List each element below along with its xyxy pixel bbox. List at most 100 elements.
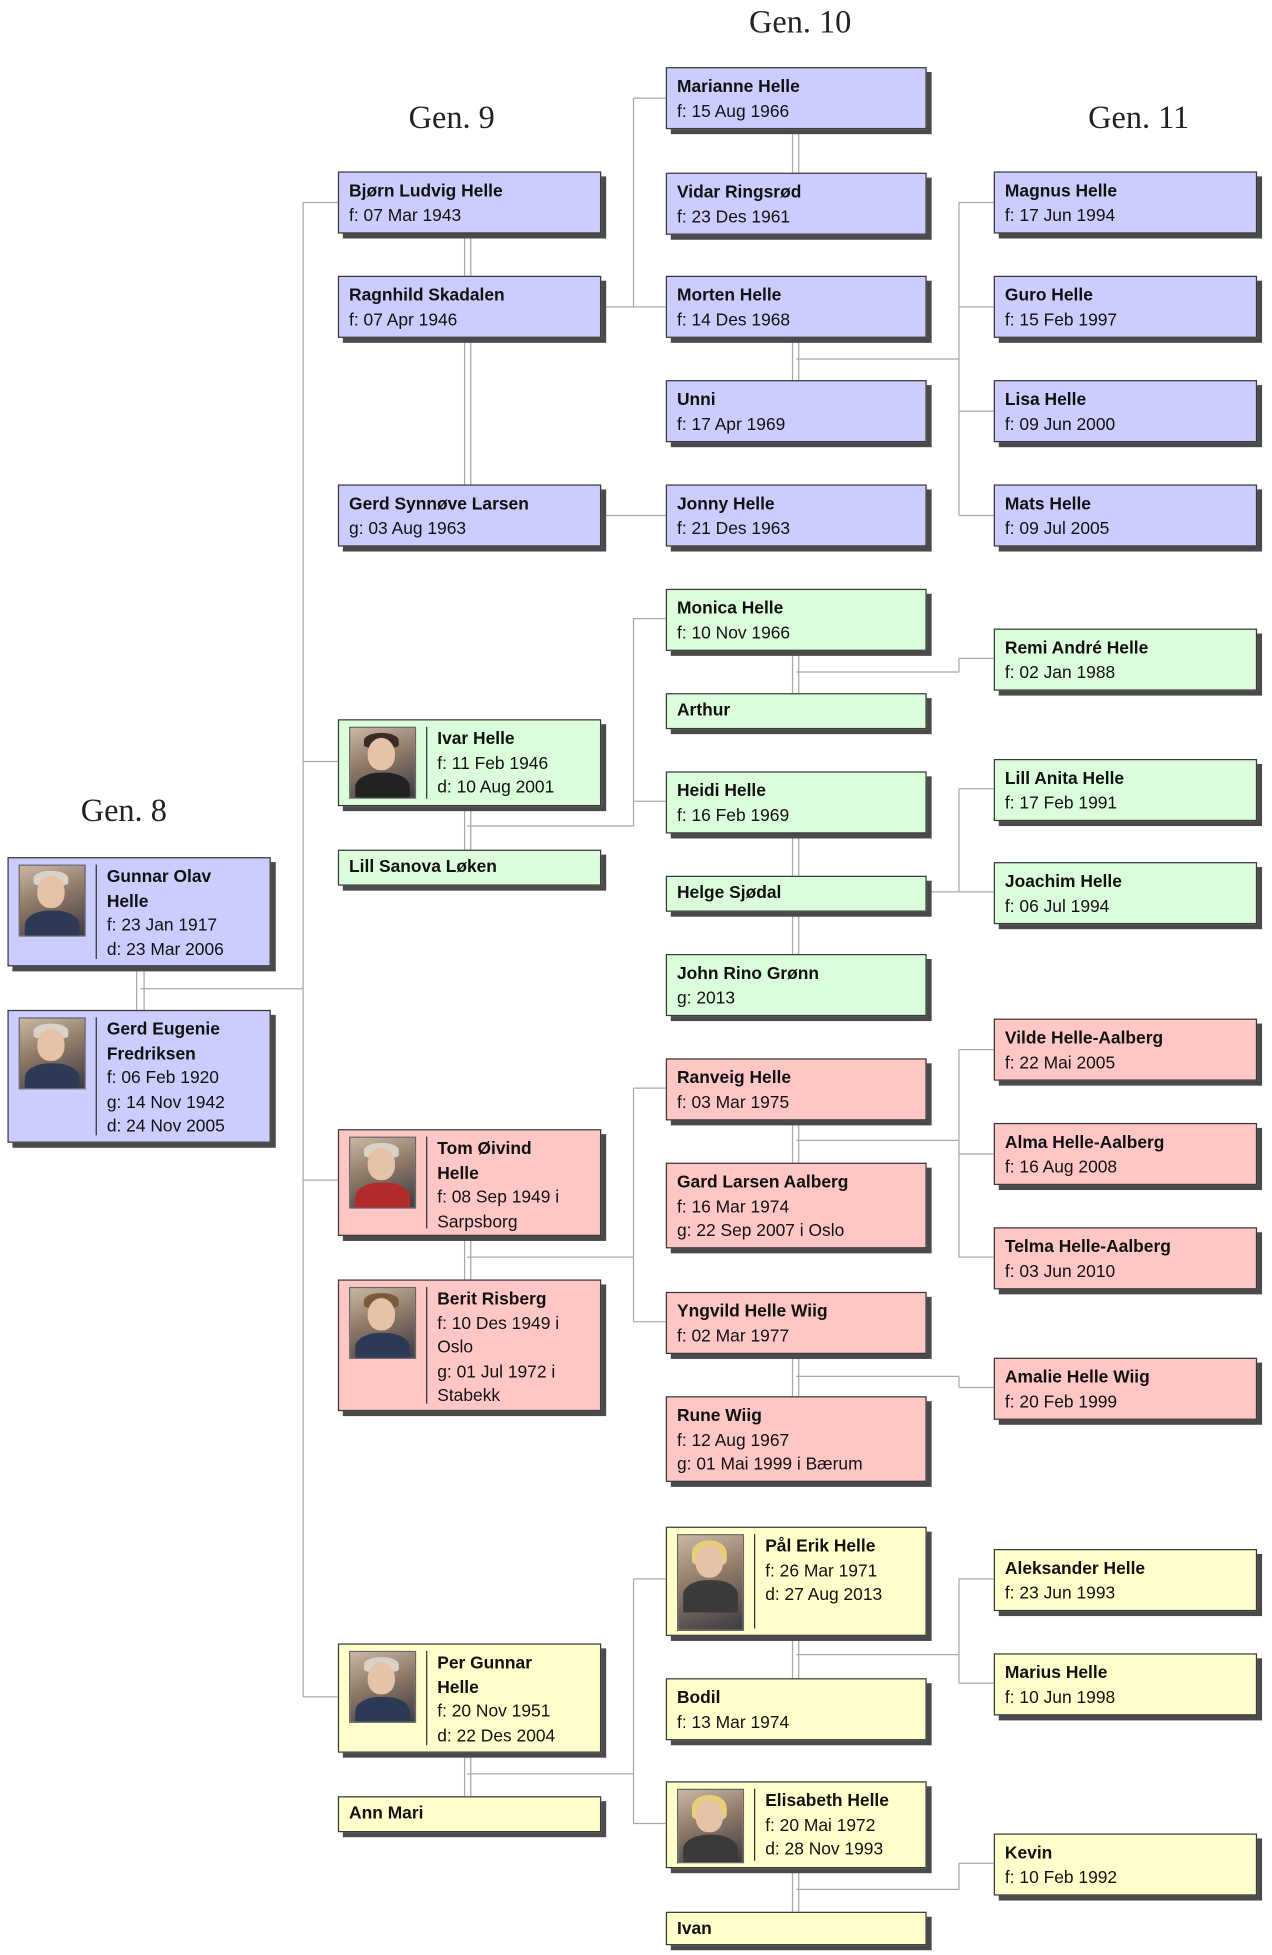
death-date: d: 27 Aug 2013 — [765, 1583, 883, 1604]
person-name: Elisabeth Helle — [765, 1789, 889, 1810]
person-card-amalie-helle-wiig[interactable]: Amalie Helle Wiig f: 20 Feb 1999 — [993, 1357, 1258, 1420]
person-card-mats-helle[interactable]: Mats Helle f: 09 Jul 2005 — [993, 484, 1258, 547]
person-name: Lill Sanova Løken — [349, 855, 497, 876]
person-card-bodil[interactable]: Bodil f: 13 Mar 1974 — [665, 1678, 927, 1741]
person-name: Lill Anita Helle — [1004, 767, 1125, 788]
person-name: Per Gunnar — [437, 1652, 532, 1672]
person-card-john-rino-gronn[interactable]: John Rino Grønn g: 2013 — [665, 954, 927, 1017]
person-card-ragnhild-skadalen[interactable]: Ragnhild Skadalen f: 07 Apr 1946 — [337, 275, 602, 338]
person-name: Gunnar Olav — [106, 865, 212, 886]
person-name: John Rino Grønn — [676, 962, 820, 983]
birth-date: f: 15 Aug 1966 — [676, 99, 790, 120]
person-name: Unni — [676, 388, 716, 409]
person-name: Arthur — [676, 699, 731, 720]
person-card-gunnar-olav-helle[interactable]: Gunnar Olav Helle f: 23 Jan 1917 d: 23 M… — [7, 857, 271, 967]
person-card-marius-helle[interactable]: Marius Helle f: 10 Jun 1998 — [993, 1653, 1258, 1716]
person-card-bjorn-ludvig-helle[interactable]: Bjørn Ludvig Helle f: 07 Mar 1943 — [337, 171, 602, 234]
person-name: Vilde Helle-Aalberg — [1004, 1027, 1164, 1048]
birth-date: f: 20 Nov 1951 — [437, 1700, 551, 1721]
person-name: Jonny Helle — [676, 493, 775, 514]
birth-date: f: 06 Jul 1994 — [1004, 894, 1110, 915]
person-card-pal-erik-helle[interactable]: Pål Erik Helle f: 26 Mar 1971 d: 27 Aug … — [665, 1526, 927, 1636]
person-card-morten-helle[interactable]: Morten Helle f: 14 Des 1968 — [665, 275, 927, 338]
person-card-ivan[interactable]: Ivan — [665, 1911, 927, 1946]
person-name: Gard Larsen Aalberg — [676, 1171, 849, 1192]
death-date: d: 10 Aug 2001 — [437, 776, 555, 797]
person-card-tom-oivind-helle[interactable]: Tom Øivind Helle f: 08 Sep 1949 i Sarpsb… — [337, 1129, 602, 1236]
person-card-magnus-helle[interactable]: Magnus Helle f: 17 Jun 1994 — [993, 171, 1258, 234]
birth-date: f: 10 Jun 1998 — [1004, 1686, 1116, 1707]
person-card-ann-mari[interactable]: Ann Mari — [337, 1796, 602, 1833]
birth-date: f: 03 Mar 1975 — [676, 1091, 790, 1112]
person-name: Kevin — [1004, 1842, 1053, 1863]
birth-date: f: 17 Jun 1994 — [1004, 204, 1116, 225]
birth-date: f: 21 Des 1963 — [676, 517, 791, 538]
card-divider — [95, 864, 97, 959]
birth-date: f: 16 Feb 1969 — [676, 804, 790, 825]
birth-date: f: 22 Mai 2005 — [1004, 1051, 1116, 1072]
person-card-remi-andre-helle[interactable]: Remi André Helle f: 02 Jan 1988 — [993, 628, 1258, 691]
person-card-jonny-helle[interactable]: Jonny Helle f: 21 Des 1963 — [665, 484, 927, 547]
person-name: Pål Erik Helle — [765, 1535, 876, 1556]
marriage-date: g: 14 Nov 1942 — [106, 1091, 225, 1112]
person-name: Heidi Helle — [676, 780, 766, 800]
marriage-date: g: 2013 — [676, 986, 736, 1007]
birth-date: f: 15 Feb 1997 — [1004, 308, 1118, 329]
person-name: Vidar Ringsrød — [676, 181, 802, 202]
person-card-ivar-helle[interactable]: Ivar Helle f: 11 Feb 1946 d: 10 Aug 2001 — [337, 719, 602, 807]
person-card-elisabeth-helle[interactable]: Elisabeth Helle f: 20 Mai 1972 d: 28 Nov… — [665, 1781, 927, 1869]
marriage-date: g: 01 Jul 1972 i — [437, 1360, 556, 1381]
birth-place: Oslo — [437, 1336, 474, 1357]
person-name: Ivan — [676, 1917, 712, 1938]
person-card-telma-helle-aalberg[interactable]: Telma Helle-Aalberg f: 03 Jun 2010 — [993, 1227, 1258, 1290]
death-date: d: 23 Mar 2006 — [106, 938, 224, 959]
person-card-vidar-ringsrod[interactable]: Vidar Ringsrød f: 23 Des 1961 — [665, 172, 927, 235]
person-card-heidi-helle[interactable]: Heidi Helle f: 16 Feb 1969 — [665, 771, 927, 834]
card-divider — [426, 1286, 428, 1404]
person-name: Bodil — [676, 1686, 721, 1707]
person-card-alma-helle-aalberg[interactable]: Alma Helle-Aalberg f: 16 Aug 2008 — [993, 1122, 1258, 1186]
person-name: Lisa Helle — [1004, 388, 1087, 409]
person-card-yngvild-helle-wiig[interactable]: Yngvild Helle Wiig f: 02 Mar 1977 — [665, 1291, 927, 1354]
young-woman-photo — [676, 1788, 745, 1864]
person-card-per-gunnar-helle[interactable]: Per Gunnar Helle f: 20 Nov 1951 d: 22 De… — [337, 1643, 602, 1753]
person-card-unni[interactable]: Unni f: 17 Apr 1969 — [665, 380, 927, 443]
person-card-lill-sanova-loken[interactable]: Lill Sanova Løken — [337, 849, 602, 886]
person-name: Marius Helle — [1004, 1662, 1108, 1682]
person-name: Mats Helle — [1004, 493, 1091, 514]
person-card-vilde-helle-aalberg[interactable]: Vilde Helle-Aalberg f: 22 Mai 2005 — [993, 1018, 1258, 1081]
man-photo — [349, 1136, 417, 1209]
person-name: Helle — [106, 890, 149, 910]
person-card-gerd-synnove-larsen[interactable]: Gerd Synnøve Larsen g: 03 Aug 1963 — [337, 484, 602, 547]
person-name: Amalie Helle Wiig — [1004, 1366, 1150, 1387]
person-card-helge-sjodal[interactable]: Helge Sjødal — [665, 875, 927, 912]
person-name: Helle — [437, 1162, 479, 1182]
birth-date: f: 10 Feb 1992 — [1004, 1866, 1118, 1887]
person-card-ranveig-helle[interactable]: Ranveig Helle f: 03 Mar 1975 — [665, 1058, 927, 1121]
birth-date: f: 10 Des 1949 i — [437, 1312, 560, 1333]
person-card-gard-larsen-aalberg[interactable]: Gard Larsen Aalberg f: 16 Mar 1974 g: 22… — [665, 1162, 927, 1249]
person-card-berit-risberg[interactable]: Berit Risberg f: 10 Des 1949 i Oslo g: 0… — [337, 1279, 602, 1412]
person-card-lisa-helle[interactable]: Lisa Helle f: 09 Jun 2000 — [993, 380, 1258, 443]
generation-10-label: Gen. 10 — [749, 3, 852, 40]
person-name: Tom Øivind — [437, 1137, 532, 1158]
birth-date: f: 09 Jul 2005 — [1004, 517, 1110, 538]
person-name: Magnus Helle — [1004, 180, 1118, 200]
person-name: Gerd Eugenie — [106, 1018, 220, 1039]
person-name: Aleksander Helle — [1004, 1557, 1146, 1578]
person-card-kevin[interactable]: Kevin f: 10 Feb 1992 — [993, 1833, 1258, 1896]
person-card-aleksander-helle[interactable]: Aleksander Helle f: 23 Jun 1993 — [993, 1549, 1258, 1612]
person-name: Ragnhild Skadalen — [349, 284, 505, 305]
person-card-rune-wiig[interactable]: Rune Wiig f: 12 Aug 1967 g: 01 Mai 1999 … — [665, 1396, 927, 1482]
woman-photo — [349, 1286, 417, 1359]
person-card-guro-helle[interactable]: Guro Helle f: 15 Feb 1997 — [993, 275, 1258, 338]
person-card-joachim-helle[interactable]: Joachim Helle f: 06 Jul 1994 — [993, 862, 1258, 925]
person-card-marianne-helle[interactable]: Marianne Helle f: 15 Aug 1966 — [665, 67, 927, 130]
birth-date: f: 02 Mar 1977 — [676, 1324, 790, 1345]
birth-date: f: 23 Jan 1917 — [106, 914, 218, 935]
person-card-gerd-eugenie-fredriksen[interactable]: Gerd Eugenie Fredriksen f: 06 Feb 1920 g… — [7, 1009, 271, 1143]
person-card-monica-helle[interactable]: Monica Helle f: 10 Nov 1966 — [665, 588, 927, 651]
person-card-arthur[interactable]: Arthur — [665, 693, 927, 730]
person-card-lill-anita-helle[interactable]: Lill Anita Helle f: 17 Feb 1991 — [993, 758, 1258, 822]
